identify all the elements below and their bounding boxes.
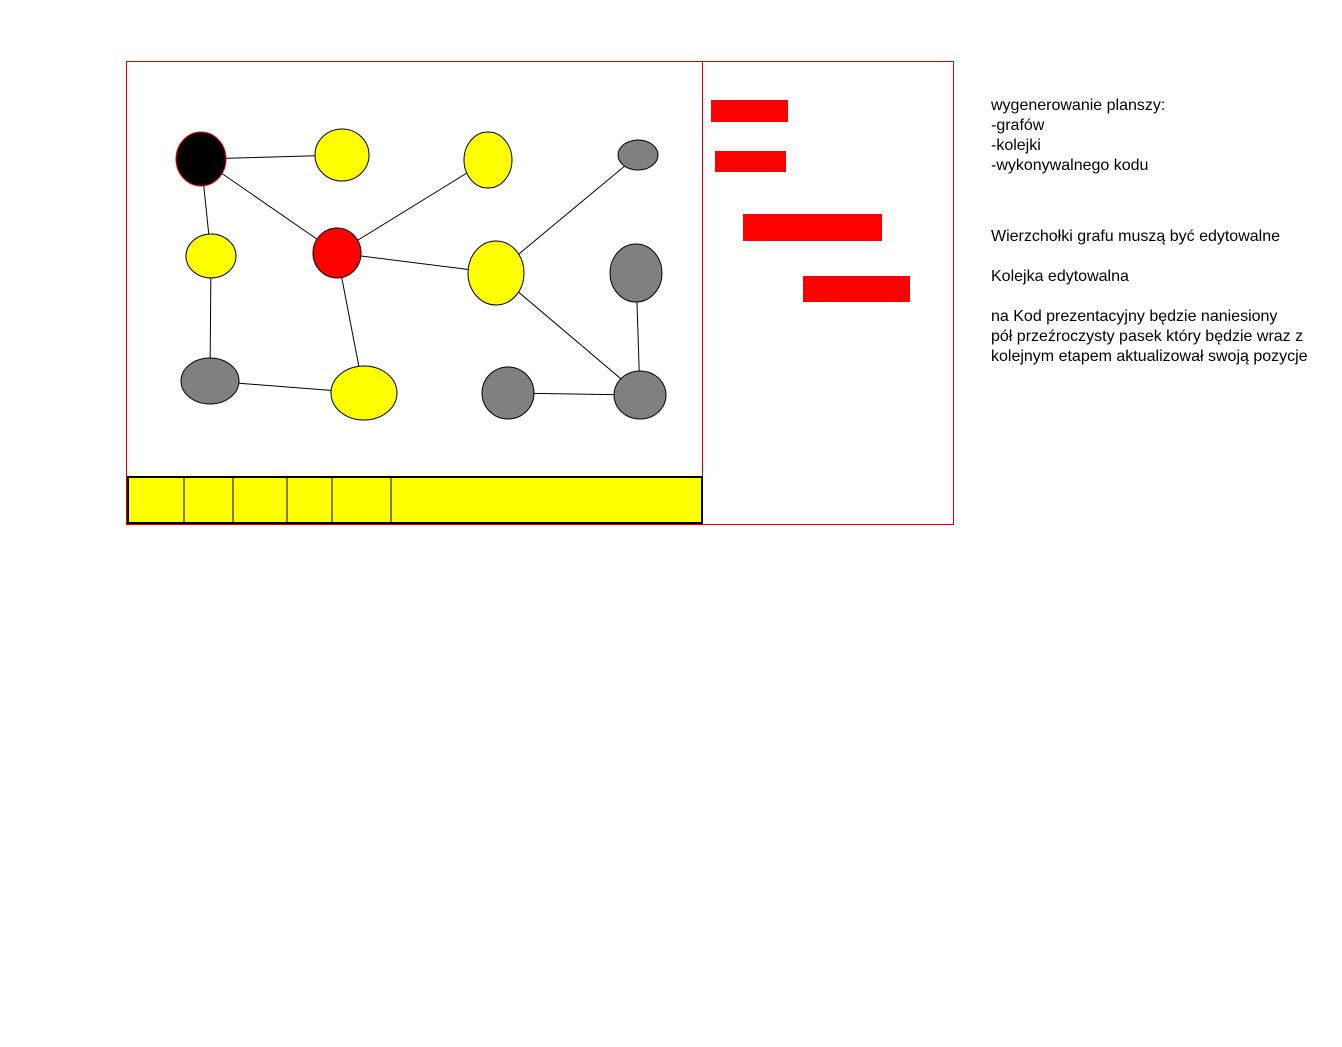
- graph-vertex-n7[interactable]: [467, 240, 525, 306]
- code-line-3: [743, 214, 882, 241]
- graph-edge-n7-n12: [495, 272, 641, 396]
- code-line-1: [711, 100, 788, 122]
- note-item-code: -wykonywalnego kodu: [991, 157, 1149, 174]
- graph-vertex-n10[interactable]: [330, 365, 398, 421]
- graph-vertex-n9[interactable]: [180, 357, 240, 405]
- graph-vertex-n8[interactable]: [609, 243, 663, 303]
- graph-vertex-n4[interactable]: [617, 139, 659, 171]
- graph-vertex-n3[interactable]: [463, 131, 513, 189]
- code-line-2: [715, 151, 786, 172]
- graph-vertex-n12[interactable]: [613, 370, 667, 420]
- note-code-line1: na Kod prezentacyjny będzie naniesiony: [991, 308, 1278, 325]
- graph-vertex-n1[interactable]: [175, 131, 227, 187]
- graph-board-frame: [126, 61, 703, 525]
- code-panel: [711, 100, 910, 302]
- note-editable-queue: Kolejka edytowalna: [991, 268, 1129, 285]
- note-code-line3: kolejnym etapem aktualizował swoją pozyc…: [991, 348, 1308, 365]
- note-code-line2: pół przeźroczysty pasek który będzie wra…: [991, 328, 1304, 345]
- notes: wygenerowanie planszy: -grafów -kolejki …: [991, 96, 1331, 367]
- note-item-queue: -kolejki: [991, 137, 1041, 154]
- graph-edge-n7-n4: [495, 154, 639, 274]
- graph-vertex-n2[interactable]: [314, 128, 370, 182]
- graph-vertex-n11[interactable]: [481, 366, 535, 420]
- graph-edge-n6-n3: [336, 159, 489, 254]
- graph-edges: [200, 154, 641, 396]
- note-title: wygenerowanie planszy:: [991, 97, 1166, 114]
- note-item-graphs: -grafów: [991, 117, 1045, 134]
- queue-bar[interactable]: [127, 476, 703, 524]
- graph-nodes: [175, 128, 667, 421]
- queue-container[interactable]: [127, 476, 703, 524]
- graph-vertex-n5[interactable]: [185, 233, 237, 279]
- note-editable-vertices: Wierzchołki grafu muszą być edytowalne: [991, 228, 1281, 245]
- code-line-4: [803, 276, 910, 302]
- code-panel-frame: [702, 61, 954, 525]
- graph-vertex-n6[interactable]: [312, 227, 362, 279]
- graph-edge-n1-n6: [200, 158, 338, 254]
